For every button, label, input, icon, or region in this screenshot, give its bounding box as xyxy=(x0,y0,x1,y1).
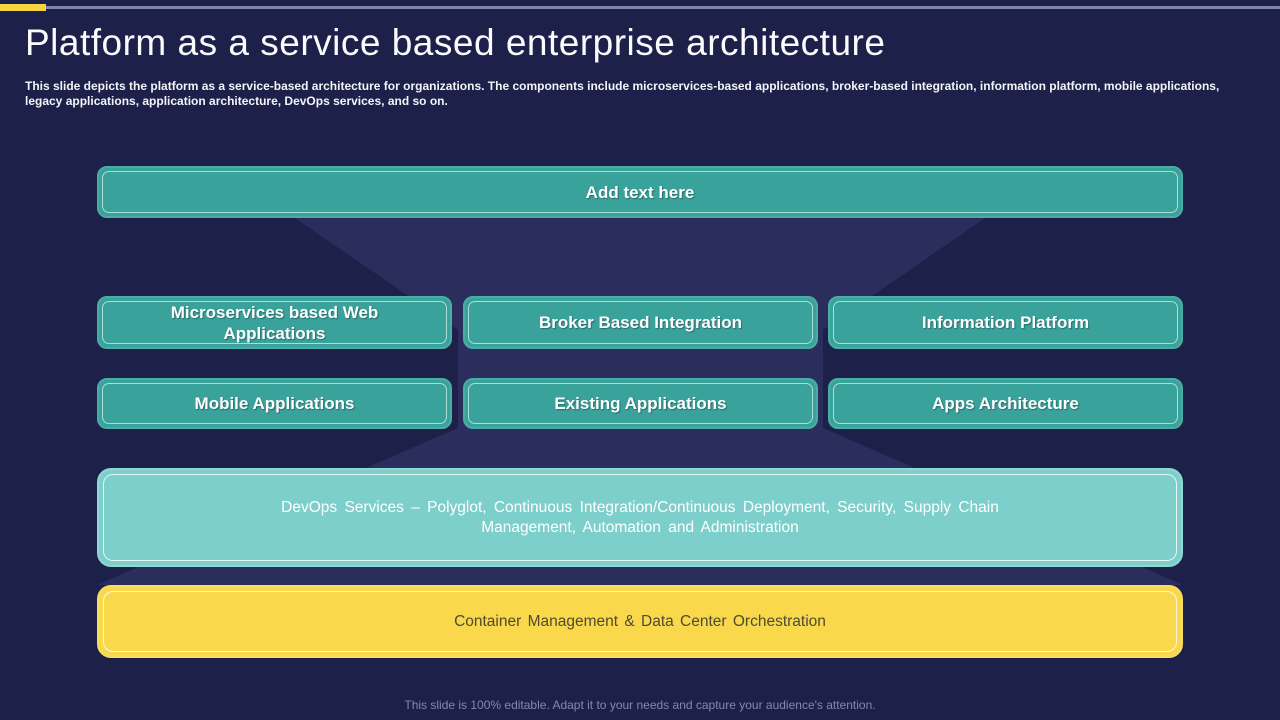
box-container-management: Container Management & Data Center Orche… xyxy=(97,585,1183,658)
box-apps-architecture: Apps Architecture xyxy=(828,378,1183,429)
box-label: Broker Based Integration xyxy=(538,313,743,332)
top-rule-line xyxy=(0,6,1280,9)
box-label: Microservices based Web Applications xyxy=(170,302,379,343)
footer-note: This slide is 100% editable. Adapt it to… xyxy=(404,698,876,712)
box-label: Mobile Applications xyxy=(194,394,355,413)
add-text-placeholder-box[interactable]: Add text here xyxy=(97,166,1183,218)
box-information-platform: Information Platform xyxy=(828,296,1183,349)
box-label: DevOps Services – Polyglot, Continuous I… xyxy=(281,498,999,536)
box-devops-services: DevOps Services – Polyglot, Continuous I… xyxy=(97,468,1183,567)
box-label: Information Platform xyxy=(921,313,1090,332)
accent-bar xyxy=(0,4,46,11)
box-mobile-applications: Mobile Applications xyxy=(97,378,452,429)
add-text-placeholder-label: Add text here xyxy=(585,182,695,202)
box-label: Apps Architecture xyxy=(932,394,1079,413)
box-label: Container Management & Data Center Orche… xyxy=(454,612,826,630)
slide-description: This slide depicts the platform as a ser… xyxy=(25,79,1220,108)
box-existing-applications: Existing Applications xyxy=(463,378,818,429)
page-title: Platform as a service based enterprise a… xyxy=(25,22,886,63)
box-label: Existing Applications xyxy=(554,394,727,413)
box-broker-based-integration: Broker Based Integration xyxy=(463,296,818,349)
box-microservices-web-applications: Microservices based Web Applications xyxy=(97,296,452,349)
